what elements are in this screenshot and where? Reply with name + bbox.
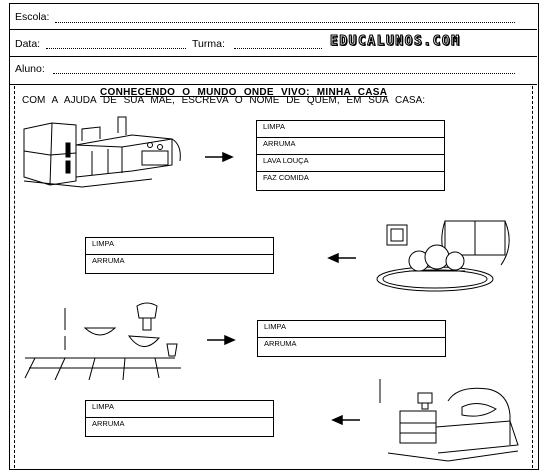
- living-room-task-list: LIMPA ARRUMA: [85, 237, 274, 274]
- task-row[interactable]: ARRUMA: [257, 138, 444, 155]
- instruction-text: COM A AJUDA DE SUA MÃE, ESCREVA O NOME D…: [22, 95, 426, 106]
- cut-line-left: [14, 86, 15, 468]
- bedroom-illustration: [379, 379, 519, 462]
- task-row[interactable]: LIMPA: [258, 321, 445, 338]
- student-field[interactable]: [53, 73, 515, 74]
- bathroom-task-list: LIMPA ARRUMA: [257, 320, 446, 357]
- class-field[interactable]: [234, 48, 322, 49]
- task-row[interactable]: LIMPA: [86, 401, 273, 418]
- date-field[interactable]: [46, 48, 186, 49]
- logo: EDUCALUNOS.COM: [329, 33, 461, 49]
- living-room-illustration: [376, 220, 510, 292]
- task-row[interactable]: LIMPA: [86, 238, 273, 255]
- header-divider: [9, 84, 537, 85]
- task-row[interactable]: ARRUMA: [92, 256, 125, 265]
- task-row[interactable]: LIMPA: [257, 121, 444, 138]
- task-row[interactable]: LAVA LOUÇA: [257, 155, 444, 172]
- school-label: Escola:: [15, 11, 50, 23]
- cut-line-right: [532, 86, 533, 468]
- kitchen-illustration: [23, 116, 181, 188]
- school-field[interactable]: [55, 22, 515, 23]
- header-divider: [9, 29, 537, 30]
- date-label: Data:: [15, 38, 41, 50]
- task-row[interactable]: ARRUMA: [264, 339, 297, 348]
- header-divider: [9, 56, 537, 57]
- task-row[interactable]: FAZ COMIDA: [263, 173, 309, 182]
- student-label: Aluno:: [15, 63, 45, 75]
- arrow-left-icon: [331, 414, 360, 426]
- task-row[interactable]: ARRUMA: [92, 419, 125, 428]
- header-frame: [9, 3, 539, 470]
- bedroom-task-list: LIMPA ARRUMA: [85, 400, 274, 437]
- arrow-left-icon: [327, 252, 356, 264]
- class-label: Turma:: [192, 38, 225, 50]
- kitchen-task-list: LIMPA ARRUMA LAVA LOUÇA FAZ COMIDA: [256, 120, 445, 191]
- bathroom-illustration: [24, 302, 181, 381]
- arrow-right-icon: [205, 151, 234, 163]
- arrow-right-icon: [207, 334, 236, 346]
- page-title: CONHECENDO O MUNDO ONDE VIVO: MINHA CASA: [100, 87, 388, 98]
